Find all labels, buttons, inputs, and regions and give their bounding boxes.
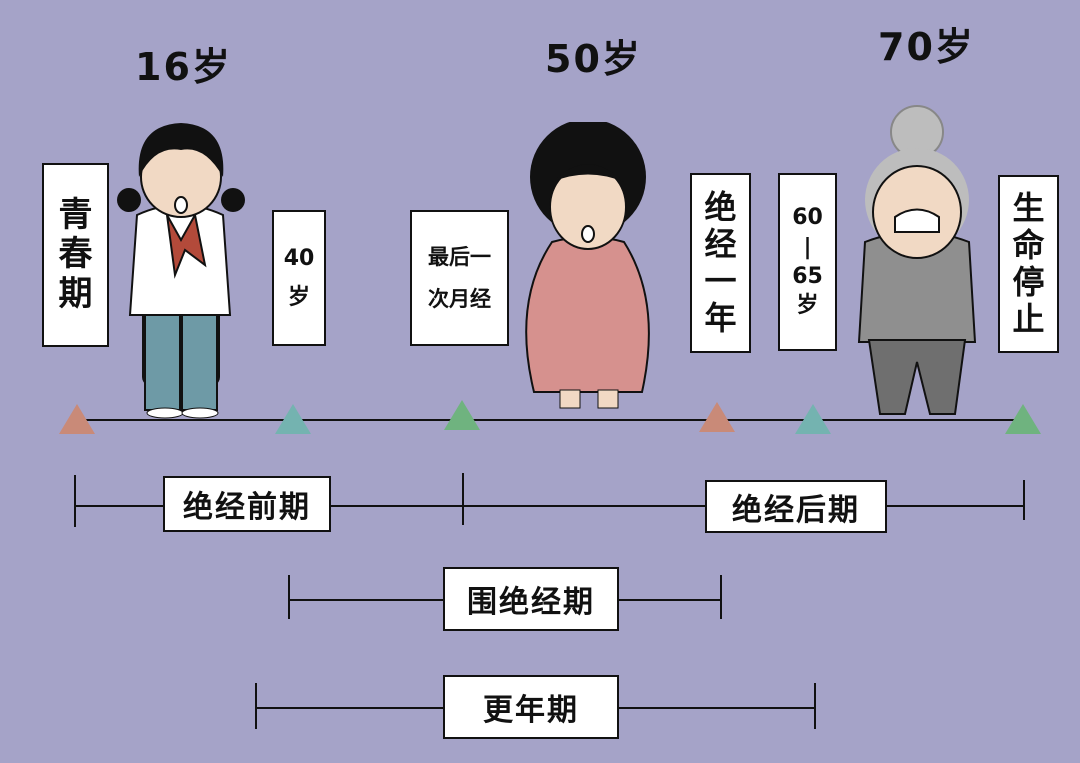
girl-figure (117, 123, 245, 419)
range-tick (74, 475, 76, 527)
triangle-marker (1005, 404, 1041, 434)
range-tick (1023, 480, 1025, 520)
marker-text: 生 (1012, 189, 1045, 228)
marker-text: 命 (1012, 226, 1045, 265)
marker-text: 绝 (704, 188, 737, 227)
label-postmenopause: 绝经后期 (705, 480, 887, 533)
marker-age-60-65: 60 | 65 岁 (778, 173, 837, 351)
middle-aged-woman-figure (525, 122, 650, 409)
age-label-70: 70岁 (878, 25, 975, 69)
label-climacteric: 更年期 (443, 675, 619, 739)
elderly-man-figure (857, 105, 977, 415)
triangle-marker (59, 404, 95, 434)
marker-text: 40 (283, 245, 315, 271)
age-label-16: 16岁 (135, 45, 232, 89)
range-tick (720, 575, 722, 619)
marker-text: 经 (704, 225, 737, 264)
marker-life-end: 生 命 停 止 (998, 175, 1059, 353)
label-premenopause: 绝经前期 (163, 476, 331, 532)
marker-text: 青 (58, 195, 93, 236)
marker-text: 最后一 (428, 244, 491, 269)
marker-text: 60 (792, 205, 823, 231)
marker-text: 岁 (287, 285, 310, 310)
marker-text: 岁 (796, 293, 819, 319)
range-tick (462, 473, 464, 525)
label-perimenopause: 围绝经期 (443, 567, 619, 631)
marker-text: | (803, 234, 812, 260)
marker-text: 一 (704, 262, 737, 300)
triangle-marker (444, 400, 480, 430)
age-label-50: 50岁 (545, 37, 642, 81)
range-tick (814, 683, 816, 729)
marker-last-period: 最后一 次月经 (410, 210, 509, 346)
marker-text: 春 (58, 234, 93, 275)
triangle-marker (275, 404, 311, 434)
marker-one-year-after: 绝 经 一 年 (690, 173, 751, 353)
marker-text: 年 (704, 298, 737, 337)
marker-puberty: 青 春 期 (42, 163, 109, 347)
triangle-marker (699, 402, 735, 432)
triangle-marker (795, 404, 831, 434)
marker-text: 次月经 (428, 287, 491, 311)
marker-text: 期 (58, 273, 93, 314)
marker-text: 止 (1012, 299, 1045, 338)
marker-text: 65 (792, 264, 823, 289)
timeline-axis (80, 419, 1030, 421)
range-tick (288, 575, 290, 619)
marker-age-40: 40 岁 (272, 210, 326, 346)
range-line-pre-post (75, 505, 1024, 507)
marker-text: 停 (1012, 263, 1045, 301)
range-tick (255, 683, 257, 729)
